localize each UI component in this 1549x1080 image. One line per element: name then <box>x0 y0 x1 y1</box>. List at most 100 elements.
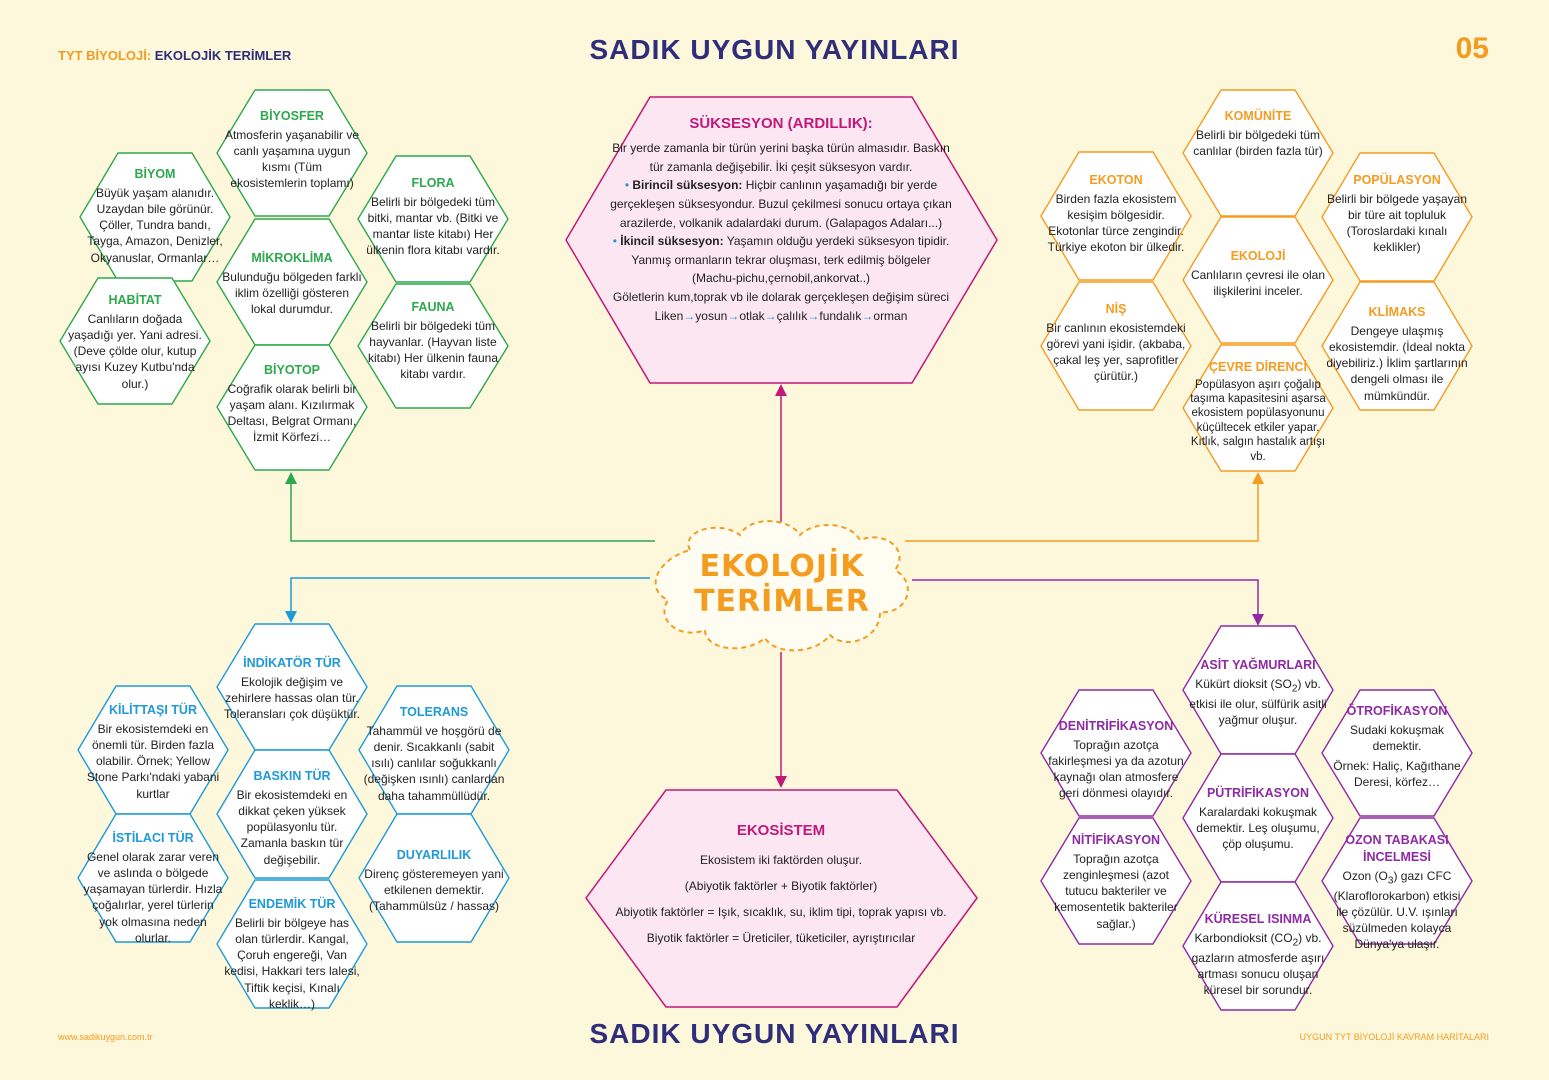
flora-title: FLORA <box>411 176 455 190</box>
suksesyon-ponds: Göletlerin kum,toprak vb ile dolarak ger… <box>612 290 950 304</box>
hex-ekoton: EKOTON Birden fazla ekosistem kesişim bö… <box>1046 172 1186 256</box>
hex-populasyon: POPÜLASYON Belirli bir bölgede yaşayan b… <box>1326 172 1468 256</box>
komunite-title: KOMÜNİTE <box>1224 109 1292 123</box>
denitrifikasyon-text: Toprağın azotça fakirleşmesi ya da azotu… <box>1048 737 1184 801</box>
connector-orange <box>905 472 1264 542</box>
indikator-title: İNDİKATÖR TÜR <box>243 656 341 670</box>
ozon-text-b: ) gazı CFC (Klaroflorokarbon) etkisi ile… <box>1333 868 1461 952</box>
biyom-text: Büyük yaşam alanıdır. Uzaydan bile görün… <box>87 185 223 265</box>
fauna-text: Belirli bir bölgedeki tüm hayvanlar. (Ha… <box>367 318 499 382</box>
hex-nitrifikasyon: NİTİFİKASYON Toprağın azotça zenginleşme… <box>1046 832 1186 932</box>
endemik-text: Belirli bir bölgeye has olan türlerdir. … <box>224 915 360 1011</box>
ozon-text: Ozon (O3) gazı CFC (Klaroflorokarbon) et… <box>1330 868 1464 953</box>
biyosfer-text: Atmosferin yaşanabilir ve canlı yaşamına… <box>224 127 360 191</box>
suksesyon-intro: Bir yerde zamanla bir türün yerini başka… <box>612 141 950 174</box>
hex-biyotop: BİYOTOP Coğrafik olarak belirli bir yaşa… <box>222 362 362 446</box>
publisher-title-top: SADIK UYGUN YAYINLARI <box>589 34 960 65</box>
kilittasi-title: KİLİTTAŞI TÜR <box>109 703 197 717</box>
connector-blue <box>285 577 650 623</box>
hex-cevre-direnci: ÇEVRE DİRENCİ Popülasyon aşırı çoğalıp t… <box>1188 360 1328 464</box>
kuresel-text-b: ) vb. gazların atmosferde aşırı artması … <box>1191 930 1325 998</box>
duyarlilik-text: Direnç gösteremeyen yani etkilenen demek… <box>364 866 504 914</box>
otrofikasyon-title: ÖTROFİKASYON <box>1346 704 1448 718</box>
asit-text: Kükürt dioksit (SO2) vb. etkisi ile olur… <box>1188 676 1328 728</box>
tolerans-title: TOLERANS <box>399 705 469 719</box>
nitrifikasyon-text: Toprağın azotça zenginleşmesi (azot tutu… <box>1054 851 1178 931</box>
footer-website: www.sadikuygun.com.tr <box>58 1032 153 1042</box>
ekoloji-title: EKOLOJİ <box>1230 249 1286 263</box>
asit-text-b: ) vb. etkisi ile olur, sülfürik asitli y… <box>1189 676 1327 727</box>
hex-biyosfer: BİYOSFER Atmosferin yaşanabilir ve canlı… <box>222 108 362 192</box>
ozon-text-a: Ozon (O <box>1342 868 1388 883</box>
ekosistem-line4: Biyotik faktörler = Üreticiler, tüketici… <box>646 930 916 945</box>
biyom-title: BİYOM <box>134 167 176 181</box>
hex-endemik: ENDEMİK TÜR Belirli bir bölgeye has olan… <box>222 896 362 1012</box>
hex-suksesyon: SÜKSESYON (ARDILLIK): Bir yerde zamanla … <box>610 112 952 325</box>
baskin-title: BASKIN TÜR <box>253 769 331 783</box>
secondary-label: İkincil süksesyon: <box>620 234 724 249</box>
hex-putrifikasyon: PÜTRİFİKASYON Karalardaki kokuşmak demek… <box>1188 785 1328 852</box>
ozon-sub: 3 <box>1387 875 1394 887</box>
publisher-title-bottom: SADIK UYGUN YAYINLARI <box>589 1018 960 1049</box>
nitrifikasyon-title: NİTİFİKASYON <box>1071 833 1161 847</box>
ekosistem-line3: Abiyotik faktörler = Işık, sıcaklık, su,… <box>615 904 947 919</box>
hex-nis: NİŞ Bir canlının ekosistemdeki görevi ya… <box>1046 301 1186 385</box>
ekoton-title: EKOTON <box>1089 173 1143 187</box>
asit-sub: 2 <box>1291 683 1298 695</box>
asit-text-a: Kükürt dioksit (SO <box>1195 676 1292 691</box>
hex-tolerans: TOLERANS Tahammül ve hoşgörü de denir. S… <box>362 704 506 804</box>
subject-prefix: TYT BİYOLOJİ: <box>58 48 152 63</box>
hex-habitat: HABİTAT Canlıların doğada yaşadığı yer. … <box>66 292 204 392</box>
habitat-text: Canlıların doğada yaşadığı yer. Yani adr… <box>68 311 202 391</box>
chain-step: çalılık <box>776 308 808 323</box>
putrifikasyon-text: Karalardaki kokuşmak demektir. Leş oluşu… <box>1196 804 1320 852</box>
nis-text: Bir canlının ekosistemdeki görevi yani i… <box>1046 320 1186 384</box>
footer-series: UYGUN TYT BİYOLOJİ KAVRAM HARİTALARI <box>1299 1032 1489 1042</box>
cevre-direnci-text: Popülasyon aşırı çoğalıp taşıma kapasite… <box>1190 378 1326 463</box>
cevre-direnci-title: ÇEVRE DİRENCİ <box>1209 360 1307 374</box>
tolerans-text: Tahammül ve hoşgörü de denir. Sıcakkanlı… <box>363 723 505 803</box>
flora-text: Belirli bir bölgedeki tüm bitki, mantar … <box>366 194 500 258</box>
hex-mikroklima: MİKROKLİMA Bulunduğu bölgeden farklı ikl… <box>222 250 362 317</box>
mikroklima-text: Bulunduğu bölgeden farklı iklim özelliği… <box>222 269 362 317</box>
komunite-text: Belirli bir bölgedeki tüm canlılar (bird… <box>1193 127 1323 159</box>
populasyon-title: POPÜLASYON <box>1353 173 1441 187</box>
orange-hexes <box>1040 89 1473 472</box>
habitat-title: HABİTAT <box>108 293 162 307</box>
primary-label: Birincil süksesyon: <box>632 178 743 193</box>
baskin-text: Bir ekosistemdeki en dikkat çeken yüksek… <box>236 787 348 867</box>
hex-ekoloji: EKOLOJİ Canlıların çevresi ile olan iliş… <box>1188 248 1328 299</box>
hex-otrofikasyon: ÖTROFİKASYON Sudaki kokuşmak demektir. Ö… <box>1326 703 1468 791</box>
hex-denitrifikasyon: DENİTRİFİKASYON Toprağın azotça fakirleş… <box>1046 718 1186 802</box>
denitrifikasyon-title: DENİTRİFİKASYON <box>1058 719 1174 733</box>
kuresel-text: Karbondioksit (CO2) vb. gazların atmosfe… <box>1188 930 1328 998</box>
chain-step: Liken <box>654 308 684 323</box>
chain-step: orman <box>873 308 908 323</box>
subject-title: EKOLOJİK TERİMLER <box>154 48 292 63</box>
hex-ozon-tabakasi: OZON TABAKASI İNCELMESİ Ozon (O3) gazı C… <box>1330 832 1464 952</box>
ekosistem-title: EKOSİSTEM <box>736 822 826 839</box>
center-title-line2: TERİMLER <box>694 583 870 619</box>
otrofikasyon-text2: Örnek: Haliç, Kağıthane Deresi, körfez… <box>1333 759 1461 790</box>
kilittasi-text: Bir ekosistemdeki en önemli tür. Birden … <box>86 721 220 801</box>
hex-flora: FLORA Belirli bir bölgedeki tüm bitki, m… <box>362 175 504 259</box>
primary-text: Hiçbir canlının yaşamadığı bir yerde ger… <box>610 178 952 230</box>
ekosistem-line1: Ekosistem iki faktörden oluşur. <box>699 852 863 867</box>
secondary-text: Yaşamın olduğu yerdeki süksesyon tipidir… <box>631 234 950 286</box>
hex-kuresel-isinma: KÜRESEL ISINMA Karbondioksit (CO2) vb. g… <box>1188 911 1328 998</box>
fauna-title: FAUNA <box>411 300 455 314</box>
hex-asit-yagmurlari: ASİT YAĞMURLARI Kükürt dioksit (SO2) vb.… <box>1188 657 1328 728</box>
kuresel-text-a: Karbondioksit (CO <box>1194 930 1293 945</box>
klimaks-text: Dengeye ulaşmış ekosistemdir. (İdeal nok… <box>1326 323 1468 403</box>
hex-indikator: İNDİKATÖR TÜR Ekolojik değişim ve zehirl… <box>222 655 362 722</box>
ekoloji-text: Canlıların çevresi ile olan ilişkilerini… <box>1190 267 1326 299</box>
indikator-text: Ekolojik değişim ve zehirlere hassas ola… <box>223 674 361 722</box>
hex-klimaks: KLİMAKS Dengeye ulaşmış ekosistemdir. (İ… <box>1326 304 1468 404</box>
subject-header: TYT BİYOLOJİ: EKOLOJİK TERİMLER <box>58 48 291 63</box>
kuresel-title: KÜRESEL ISINMA <box>1204 912 1312 926</box>
chain-step: otlak <box>739 308 765 323</box>
mikroklima-title: MİKROKLİMA <box>251 251 333 265</box>
hex-duyarlilik: DUYARLILIK Direnç gösteremeyen yani etki… <box>362 847 506 914</box>
populasyon-text: Belirli bir bölgede yaşayan bir türe ait… <box>1326 191 1468 255</box>
